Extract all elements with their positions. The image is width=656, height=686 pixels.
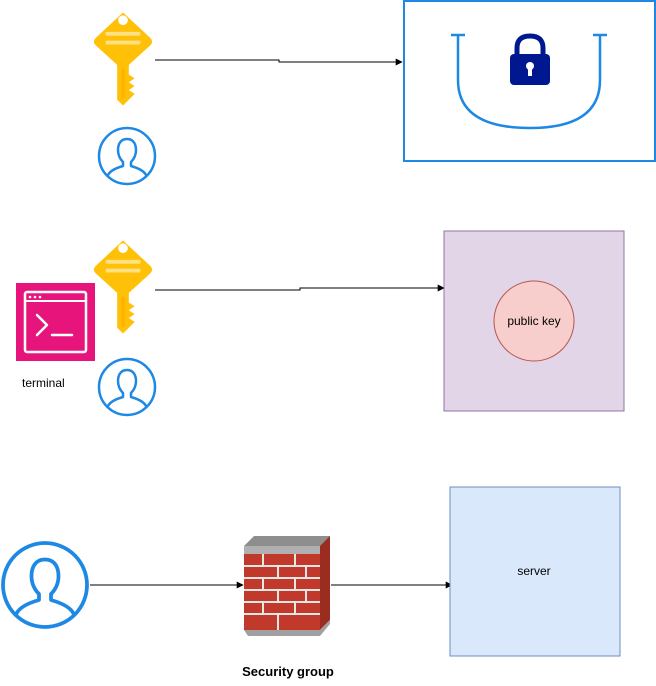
public-key-label: public key — [507, 314, 560, 328]
user-icon — [97, 357, 157, 417]
security-group-label: Security group — [242, 664, 334, 679]
public-key-circle — [493, 280, 575, 362]
terminal-icon — [16, 283, 95, 361]
arrow-key-to-lock — [155, 58, 403, 66]
firewall-icon — [244, 536, 330, 636]
arrow-key-to-public-key — [155, 284, 445, 292]
lock-icon — [451, 33, 607, 130]
terminal-label: terminal — [22, 376, 65, 390]
key-icon — [93, 12, 153, 106]
server-label: server — [517, 564, 550, 578]
user-icon — [97, 126, 157, 186]
key-icon — [93, 240, 153, 334]
server-box — [449, 486, 621, 657]
user-icon — [1, 541, 89, 629]
